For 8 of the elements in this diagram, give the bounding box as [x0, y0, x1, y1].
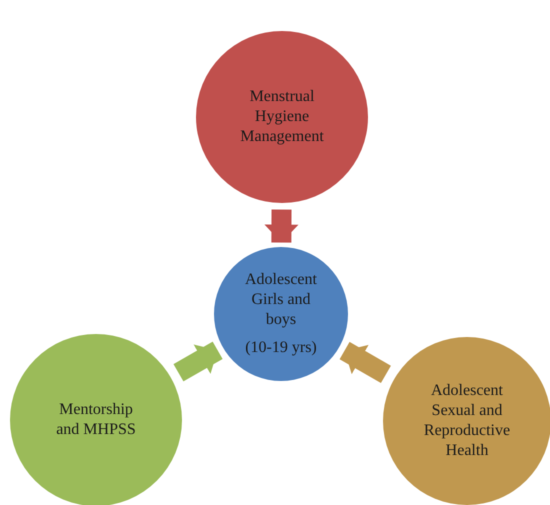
node-label: (10-19 yrs)	[245, 338, 317, 358]
block-arrow	[173, 342, 223, 382]
block-arrow	[340, 342, 391, 384]
node-label: Mentorship and MHPSS	[55, 400, 137, 440]
node-label: Menstrual Hygiene Management	[239, 87, 325, 147]
node-label: Adolescent Sexual and Reproductive Health	[422, 381, 512, 461]
block-arrow	[264, 210, 298, 243]
node-label: Adolescent Girls and boys	[244, 270, 318, 330]
